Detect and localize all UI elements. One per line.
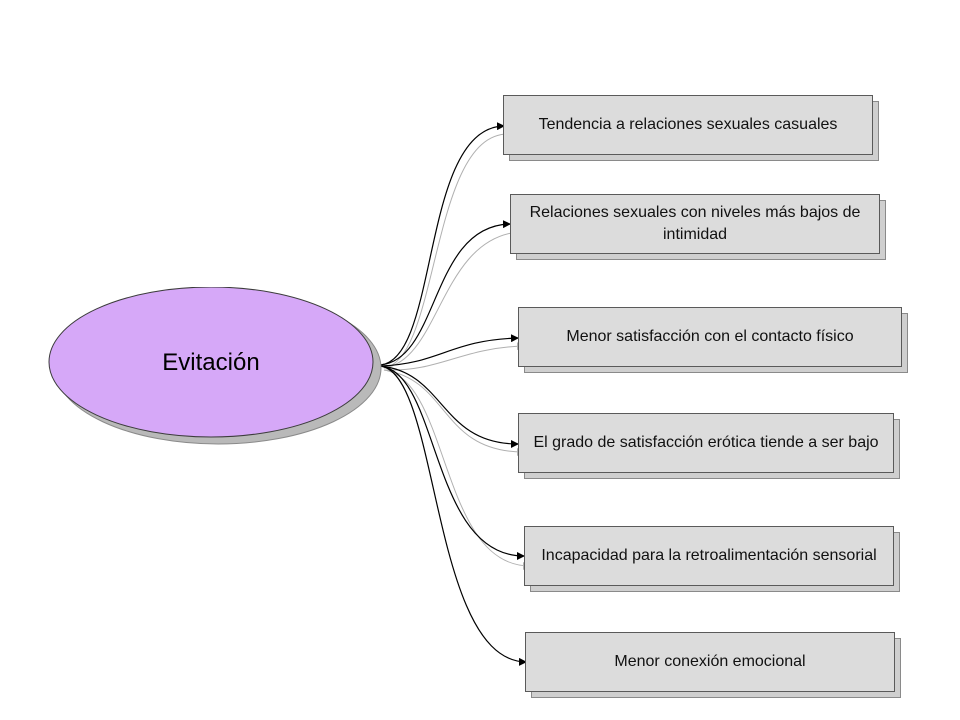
center-node: Evitación [48,287,382,445]
result-box-1: Tendencia a relaciones sexuales casuales [503,95,879,161]
result-box-6: Menor conexión emocional [525,632,901,698]
connector-shadow-3 [383,342,525,371]
connector-2 [379,220,511,366]
result-box-3-label: Menor satisfacción con el contacto físic… [518,307,902,367]
center-label: Evitación [162,349,260,376]
result-box-5-label: Incapacidad para la retroalimentación se… [524,526,894,586]
result-box-4-label: El grado de satisfacción erótica tiende … [518,413,894,473]
result-box-1-label: Tendencia a relaciones sexuales casuales [503,95,873,155]
connector-shadow-5 [383,369,531,570]
result-box-4: El grado de satisfacción erótica tiende … [518,413,900,479]
connector-1 [379,122,505,366]
connector-shadow-1 [383,129,511,369]
connector-shadow-4 [383,369,525,456]
result-box-2-label: Relaciones sexuales con niveles más bajo… [510,194,880,254]
result-box-3: Menor satisfacción con el contacto físic… [518,307,908,373]
connector-5 [379,365,525,560]
center-ellipse [48,287,382,445]
result-box-2: Relaciones sexuales con niveles más bajo… [510,194,886,260]
connector-3 [379,334,519,367]
result-box-6-label: Menor conexión emocional [525,632,895,692]
connector-4 [379,365,519,448]
connector-6 [379,365,527,666]
connector-shadow-2 [383,228,519,369]
result-box-5: Incapacidad para la retroalimentación se… [524,526,900,592]
